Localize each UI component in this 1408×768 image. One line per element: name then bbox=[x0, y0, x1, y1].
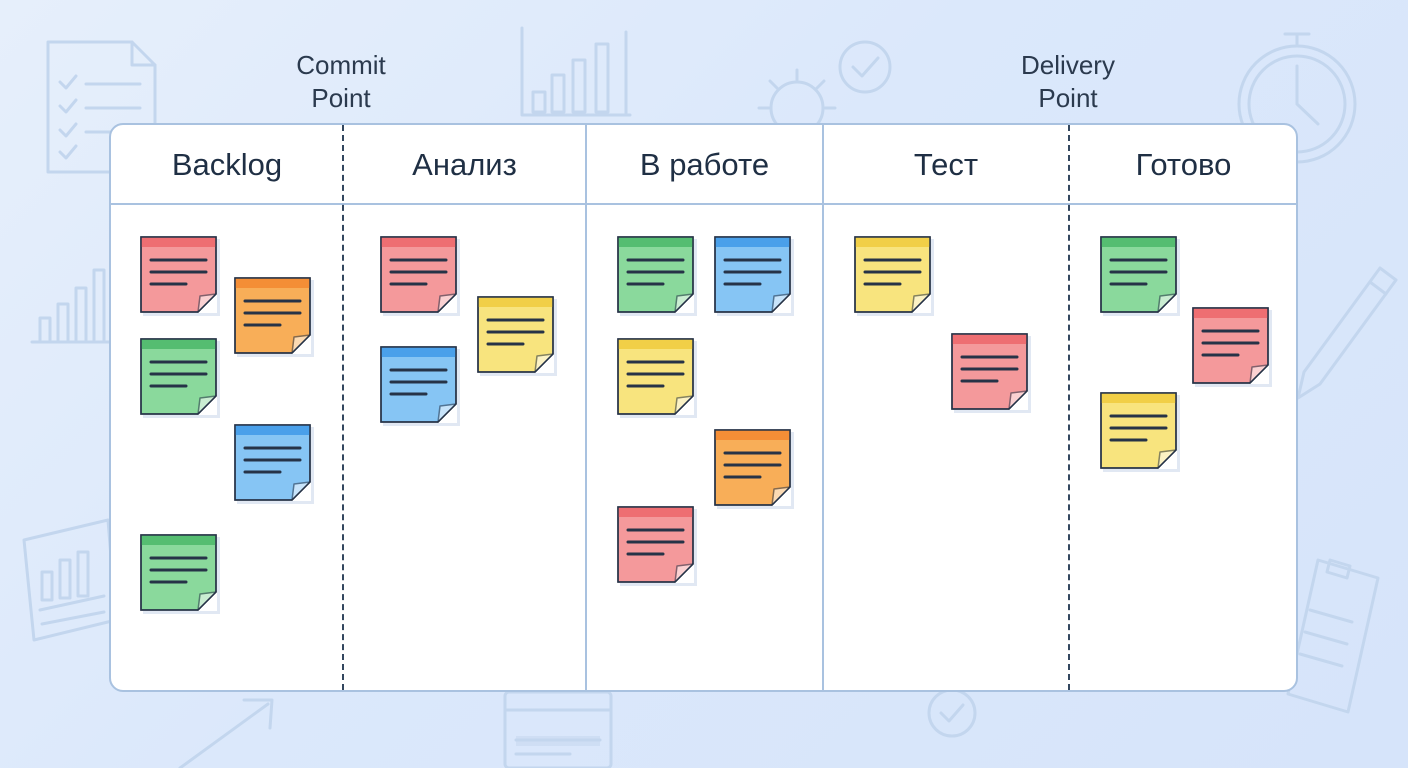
sticky-note-graphic bbox=[1100, 236, 1177, 313]
sticky-note-graphic bbox=[380, 346, 457, 423]
delivery-point-label: Delivery Point bbox=[1021, 50, 1115, 113]
small-bar-chart-icon bbox=[30, 268, 114, 344]
sticky-note[interactable] bbox=[140, 338, 217, 415]
sticky-note-graphic bbox=[617, 506, 694, 583]
sticky-note[interactable] bbox=[1100, 236, 1177, 313]
report-chart-icon bbox=[22, 518, 118, 642]
sticky-note-graphic bbox=[854, 236, 931, 313]
checklist-document-icon bbox=[46, 40, 157, 174]
sticky-note-graphic bbox=[1100, 392, 1177, 469]
column-title-test: Тест bbox=[913, 147, 979, 182]
column-divider bbox=[822, 125, 824, 690]
sticky-note[interactable] bbox=[477, 296, 554, 373]
clipboard-icon bbox=[1286, 558, 1380, 714]
sticky-note-graphic bbox=[234, 424, 311, 501]
sticky-note-graphic bbox=[140, 534, 217, 611]
bar-chart-icon bbox=[520, 26, 632, 117]
pen-icon bbox=[1296, 266, 1398, 400]
sticky-note[interactable] bbox=[234, 277, 311, 354]
column-divider bbox=[585, 125, 587, 690]
arrow-up-right-icon bbox=[178, 698, 274, 768]
sticky-note[interactable] bbox=[854, 236, 931, 313]
sticky-note-graphic bbox=[1192, 307, 1269, 384]
sticky-note[interactable] bbox=[951, 333, 1028, 410]
sticky-note[interactable] bbox=[380, 236, 457, 313]
sticky-note-graphic bbox=[714, 429, 791, 506]
sticky-note[interactable] bbox=[617, 506, 694, 583]
sticky-note[interactable] bbox=[140, 236, 217, 313]
column-title-in-progress: В работе bbox=[639, 147, 770, 182]
sticky-note[interactable] bbox=[714, 236, 791, 313]
sticky-note[interactable] bbox=[617, 236, 694, 313]
board-header: Backlog Анализ В работе Тест Готово bbox=[111, 125, 1296, 205]
column-title-backlog: Backlog bbox=[171, 147, 283, 182]
sticky-note-graphic bbox=[617, 338, 694, 415]
column-title-analysis: Анализ bbox=[412, 147, 517, 182]
sticky-note-graphic bbox=[380, 236, 457, 313]
sticky-note[interactable] bbox=[714, 429, 791, 506]
commit-point-divider bbox=[342, 125, 344, 690]
commit-point-label: Commit Point bbox=[296, 50, 386, 113]
browser-window-icon bbox=[503, 690, 613, 768]
sticky-note[interactable] bbox=[140, 534, 217, 611]
kanban-board: Backlog Анализ В работе Тест Готово bbox=[109, 123, 1298, 692]
sticky-note-graphic bbox=[234, 277, 311, 354]
sticky-note[interactable] bbox=[1192, 307, 1269, 384]
sticky-note-graphic bbox=[714, 236, 791, 313]
sticky-note-graphic bbox=[140, 236, 217, 313]
sticky-note[interactable] bbox=[1100, 392, 1177, 469]
sticky-note[interactable] bbox=[234, 424, 311, 501]
column-title-done: Готово bbox=[1135, 147, 1232, 182]
delivery-point-divider bbox=[1068, 125, 1070, 690]
sticky-note[interactable] bbox=[380, 346, 457, 423]
sticky-note-graphic bbox=[617, 236, 694, 313]
sticky-note-graphic bbox=[951, 333, 1028, 410]
sticky-note-graphic bbox=[477, 296, 554, 373]
sticky-note-graphic bbox=[140, 338, 217, 415]
sticky-note[interactable] bbox=[617, 338, 694, 415]
